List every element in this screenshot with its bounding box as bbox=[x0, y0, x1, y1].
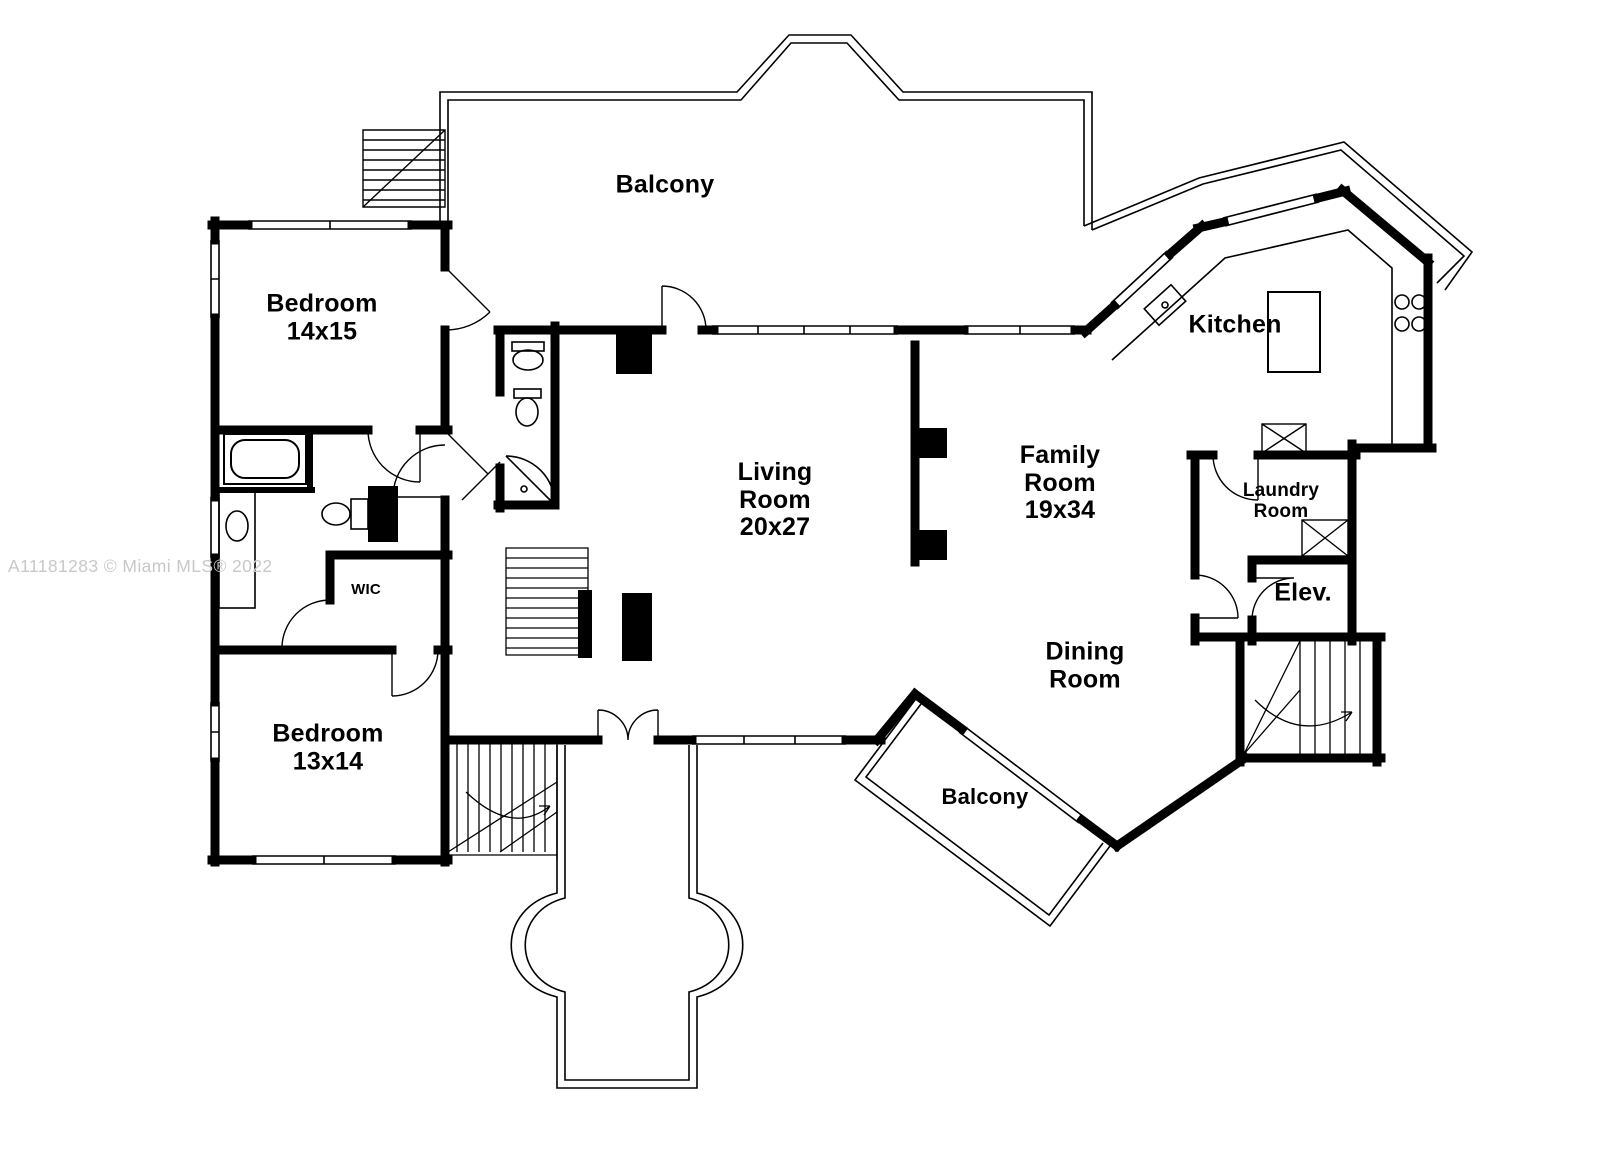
elevator-lobby-door-arc bbox=[1194, 574, 1239, 619]
bathtub bbox=[223, 433, 307, 485]
kitchen-island bbox=[1267, 291, 1321, 373]
bedroom-bottom-name: Bedroom bbox=[272, 719, 384, 748]
elevator-text: Elev. bbox=[1274, 578, 1332, 607]
corner-shower bbox=[505, 455, 556, 506]
bedroom-top-door-arc bbox=[392, 444, 446, 498]
right-walls bbox=[870, 183, 1437, 853]
entry-double-doors bbox=[597, 709, 659, 741]
family-line1: Family bbox=[1019, 440, 1101, 469]
laundry-door-arc bbox=[1212, 454, 1259, 501]
label-bedroom-bottom: Bedroom 13x14 bbox=[272, 719, 384, 776]
bedroom-top-name: Bedroom bbox=[266, 289, 378, 318]
vanity-sink bbox=[218, 491, 256, 609]
laundry-sink bbox=[1301, 519, 1349, 557]
living-room-stair bbox=[505, 547, 589, 656]
living-size: 20x27 bbox=[739, 512, 811, 541]
washer-dryer bbox=[1261, 423, 1307, 454]
wic-text: WIC bbox=[351, 580, 381, 598]
laundry-line2: Room bbox=[1253, 501, 1309, 522]
powder-sink bbox=[511, 341, 545, 371]
bath-door-arc bbox=[367, 429, 421, 483]
left-wing-walls bbox=[207, 216, 453, 867]
bedroom-bottom-door-arc bbox=[391, 649, 439, 697]
stove bbox=[1394, 294, 1427, 332]
balcony-door-arc bbox=[444, 266, 491, 331]
bath-partitions bbox=[219, 427, 315, 493]
balcony-bottom-text: Balcony bbox=[941, 783, 1029, 809]
dining-line1: Dining bbox=[1045, 637, 1125, 666]
bedroom-bottom-size: 13x14 bbox=[292, 747, 364, 775]
family-line2: Room bbox=[1024, 468, 1096, 497]
family-size: 19x34 bbox=[1024, 495, 1096, 524]
laundry-line1: Laundry bbox=[1242, 480, 1320, 502]
label-laundry-room: Laundry Room bbox=[1242, 480, 1320, 523]
kitchen-text: Kitchen bbox=[1188, 310, 1282, 339]
label-balcony-bottom: Balcony bbox=[941, 783, 1029, 809]
doors bbox=[281, 266, 1295, 741]
hall-door-leaves bbox=[447, 433, 501, 501]
label-dining-room: Dining Room bbox=[1045, 637, 1125, 694]
label-wic: WIC bbox=[351, 580, 381, 599]
rear-stairs bbox=[1243, 640, 1361, 755]
wic-door-arc bbox=[281, 599, 331, 649]
label-bedroom-top: Bedroom 14x15 bbox=[266, 289, 378, 346]
bottom-balcony-railing bbox=[853, 699, 1111, 928]
label-family-room: Family Room 19x34 bbox=[1019, 440, 1101, 525]
label-living-room: Living Room 20x27 bbox=[737, 457, 813, 542]
kitchen-counter bbox=[1111, 229, 1393, 445]
label-elevator: Elev. bbox=[1274, 579, 1332, 607]
toilet-main-bath bbox=[321, 498, 369, 530]
dining-line2: Room bbox=[1049, 665, 1121, 693]
fixtures bbox=[218, 229, 1427, 609]
elevator-door-arc bbox=[1251, 577, 1295, 621]
kitchen-sink bbox=[1143, 283, 1187, 327]
living-balcony-door-arc bbox=[661, 285, 707, 331]
label-kitchen: Kitchen bbox=[1188, 311, 1281, 339]
entry-porch bbox=[510, 745, 744, 1089]
living-line2: Room bbox=[739, 485, 811, 514]
entry-stairs bbox=[445, 740, 558, 860]
label-balcony-top: Balcony bbox=[616, 171, 715, 199]
top-balcony-railing bbox=[439, 34, 1474, 291]
powder-toilet bbox=[513, 388, 542, 427]
structural-columns bbox=[368, 330, 947, 661]
living-line1: Living bbox=[737, 457, 813, 486]
walls bbox=[207, 183, 1437, 867]
exterior-stairs-top-left bbox=[362, 129, 446, 208]
mls-watermark: A11181283 © Miami MLS® 2022 bbox=[8, 556, 273, 576]
bedroom-top-size: 14x15 bbox=[286, 317, 358, 345]
balcony-top-text: Balcony bbox=[615, 170, 715, 199]
